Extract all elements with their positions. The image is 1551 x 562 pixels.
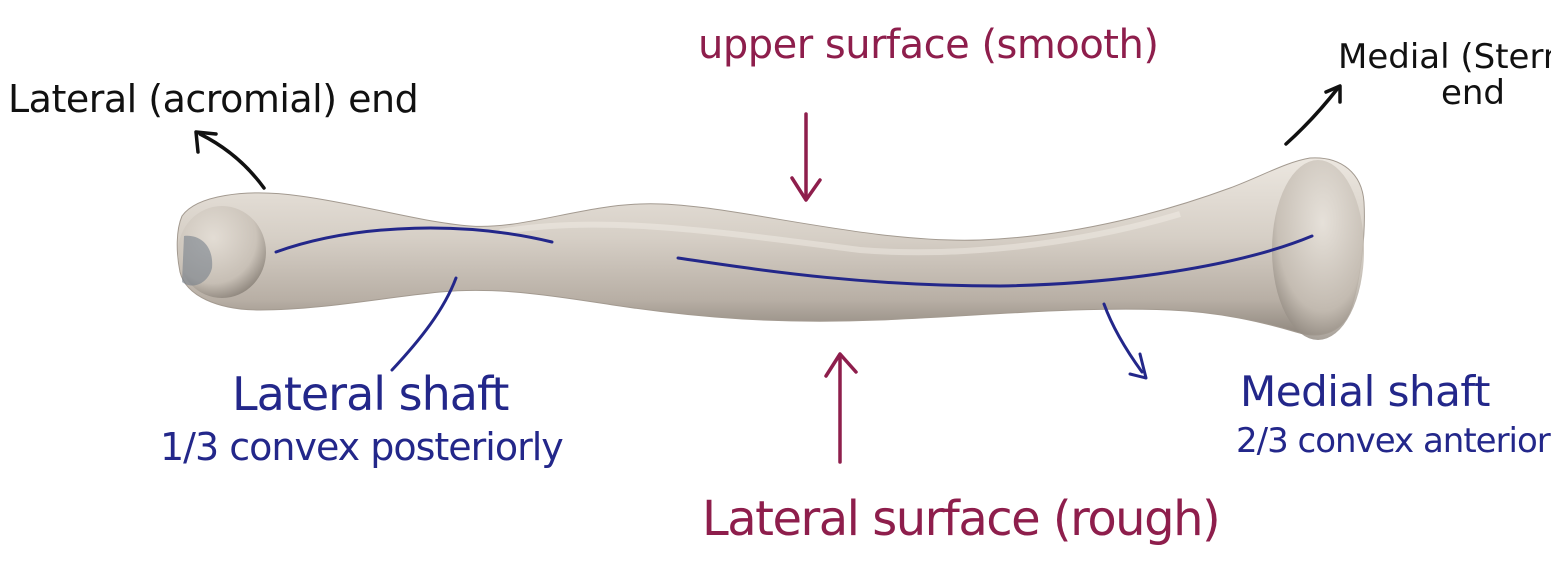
sternal-end-surface (1272, 160, 1364, 340)
label-upper-surface: upper surface (smooth) (698, 24, 1158, 66)
label-medial-end-line2: end (1338, 76, 1551, 112)
label-lateral-shaft-convexity: 1/3 convex posteriorly (160, 428, 563, 468)
label-lateral-surface: Lateral surface (rough) (702, 494, 1219, 544)
clavicle-shaft (177, 158, 1364, 335)
medial-shaft-arrow (1104, 304, 1142, 372)
label-lateral-shaft: Lateral shaft (232, 370, 508, 418)
label-medial-sternal-end: Medial (Sternal) end (1338, 40, 1551, 111)
clavicle-bone (177, 158, 1364, 340)
medial-end-arrow (1286, 88, 1338, 144)
label-lateral-acromial-end: Lateral (acromial) end (8, 80, 418, 120)
label-medial-shaft: Medial shaft (1240, 370, 1490, 414)
label-medial-end-line1: Medial (Sternal) (1338, 40, 1551, 76)
label-medial-shaft-convexity: 2/3 convex anteriorly (1236, 424, 1551, 460)
lateral-end-arrow (200, 134, 264, 188)
